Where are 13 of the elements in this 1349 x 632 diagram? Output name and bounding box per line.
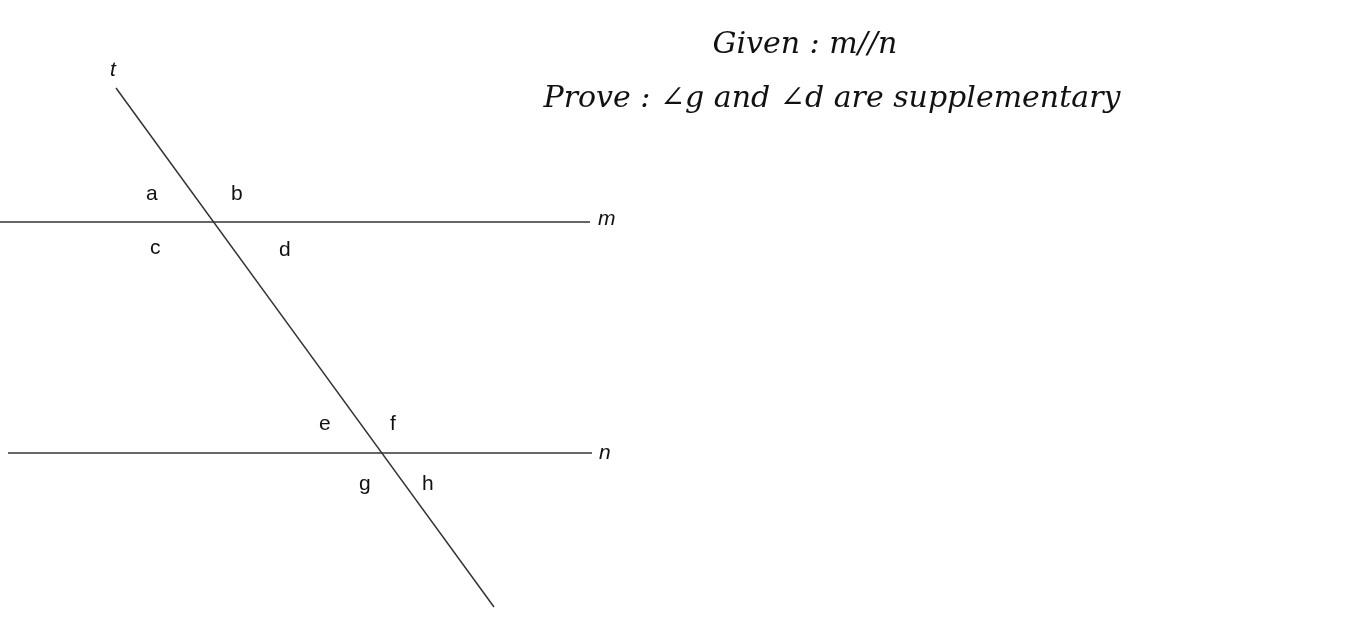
prove-statement: Prove : ∠g and ∠d are supplementary <box>543 82 1121 112</box>
angle-label: d <box>279 238 291 259</box>
given-statement: Given : m//n <box>712 28 898 58</box>
angle-label: f <box>390 412 396 433</box>
angle-label: b <box>231 182 243 203</box>
line-label: t <box>110 58 116 79</box>
line-label: m <box>598 207 616 228</box>
angle-label: h <box>422 472 434 493</box>
angle-label: a <box>146 182 158 203</box>
line-label: n <box>599 441 611 462</box>
angle-label: c <box>150 236 161 257</box>
angle-label: g <box>359 472 371 493</box>
angle-label: e <box>319 412 331 433</box>
